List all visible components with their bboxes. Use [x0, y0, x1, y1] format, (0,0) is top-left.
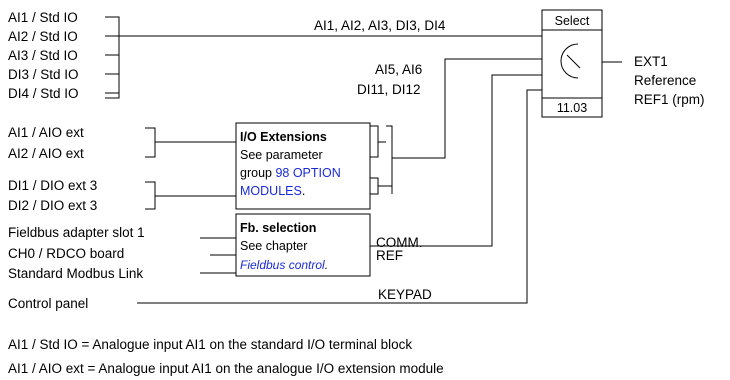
aio-ext-input-group: AI1 / AIO ext AI2 / AIO ext: [8, 125, 236, 161]
input-label-modbus-link: Standard Modbus Link: [8, 266, 143, 281]
ext-signals-label-2: DI11, DI12: [357, 82, 421, 97]
option-modules-link[interactable]: MODULES: [240, 184, 302, 198]
dio-ext-input-group: DI1 / DIO ext 3 DI2 / DIO ext 3: [8, 178, 236, 213]
io-extensions-line3-suffix: .: [302, 184, 305, 198]
input-label-di3-std-io: DI3 / Std IO: [8, 67, 79, 82]
fieldbus-input-group: Fieldbus adapter slot 1 CH0 / RDCO board…: [8, 225, 236, 281]
input-label-ch0-rdco: CH0 / RDCO board: [8, 246, 124, 261]
input-label-control-panel: Control panel: [8, 296, 88, 311]
fb-selection-line1: See chapter: [240, 239, 307, 253]
fb-selection-title: Fb. selection: [240, 221, 316, 235]
output-label-reference: Reference: [634, 73, 696, 88]
io-extensions-title: I/O Extensions: [240, 130, 327, 144]
selector-parameter: 11.03: [557, 101, 587, 115]
io-ext-output-merge: [386, 58, 542, 194]
io-extensions-line2-prefix: group: [240, 166, 275, 180]
input-label-ai1-std-io: AI1 / Std IO: [8, 10, 78, 25]
input-label-di1-dio-ext-3: DI1 / DIO ext 3: [8, 178, 97, 193]
input-label-ai2-std-io: AI2 / Std IO: [8, 29, 78, 44]
footnote-std-io: AI1 / Std IO = Analogue input AI1 on the…: [8, 337, 412, 352]
io-ext-output-bracket-lower: [370, 177, 392, 195]
param-group-98-link[interactable]: 98 OPTION: [275, 166, 340, 180]
io-extensions-line2: group 98 OPTION: [240, 166, 341, 180]
selector-switch-icon: [560, 43, 581, 79]
selector-title: Select: [555, 14, 590, 28]
keypad-label: KEYPAD: [378, 287, 432, 302]
io-ext-output-bracket-upper: [370, 125, 386, 158]
input-label-di2-dio-ext-3: DI2 / DIO ext 3: [8, 198, 97, 213]
ext-signals-label-1: AI5, AI6: [375, 62, 422, 77]
aio-ext-bracket: [145, 127, 236, 158]
footnote-aio-ext: AI1 / AIO ext = Analogue input AI1 on th…: [8, 361, 444, 376]
input-label-fieldbus-adapter: Fieldbus adapter slot 1: [8, 225, 145, 240]
io-extensions-box: [235, 122, 371, 210]
fb-selection-line2-suffix: .: [325, 258, 328, 272]
input-label-ai2-aio-ext: AI2 / AIO ext: [8, 146, 84, 161]
fb-selection-box: [235, 213, 371, 277]
keypad-line: [137, 89, 542, 304]
io-extensions-line3: MODULES.: [240, 184, 305, 198]
io-extensions-line1: See parameter: [240, 148, 323, 162]
fb-selection-line2: Fieldbus control.: [240, 258, 328, 272]
input-label-ai1-aio-ext: AI1 / AIO ext: [8, 125, 84, 140]
selector-block: Select 11.03: [541, 9, 603, 118]
fieldbus-input-lines: [200, 237, 236, 274]
std-io-input-group: AI1 / Std IO AI2 / Std IO AI3 / Std IO D…: [8, 10, 120, 101]
input-label-di4-std-io: DI4 / Std IO: [8, 86, 79, 101]
selector-frame: [541, 9, 603, 118]
fieldbus-control-link[interactable]: Fieldbus control: [240, 258, 325, 272]
output-label-ext1: EXT1: [634, 54, 668, 69]
dio-ext-bracket: [145, 181, 236, 210]
comm-ref-label-2: REF: [376, 248, 403, 263]
std-io-bracket: [105, 16, 120, 99]
input-label-ai3-std-io: AI3 / Std IO: [8, 48, 78, 63]
comm-ref-label-1: COMM.: [376, 235, 423, 250]
comm-ref-line: [370, 74, 542, 247]
output-label-ref1: REF1 (rpm): [634, 92, 705, 107]
std-io-signals-label: AI1, AI2, AI3, DI3, DI4: [314, 18, 446, 33]
